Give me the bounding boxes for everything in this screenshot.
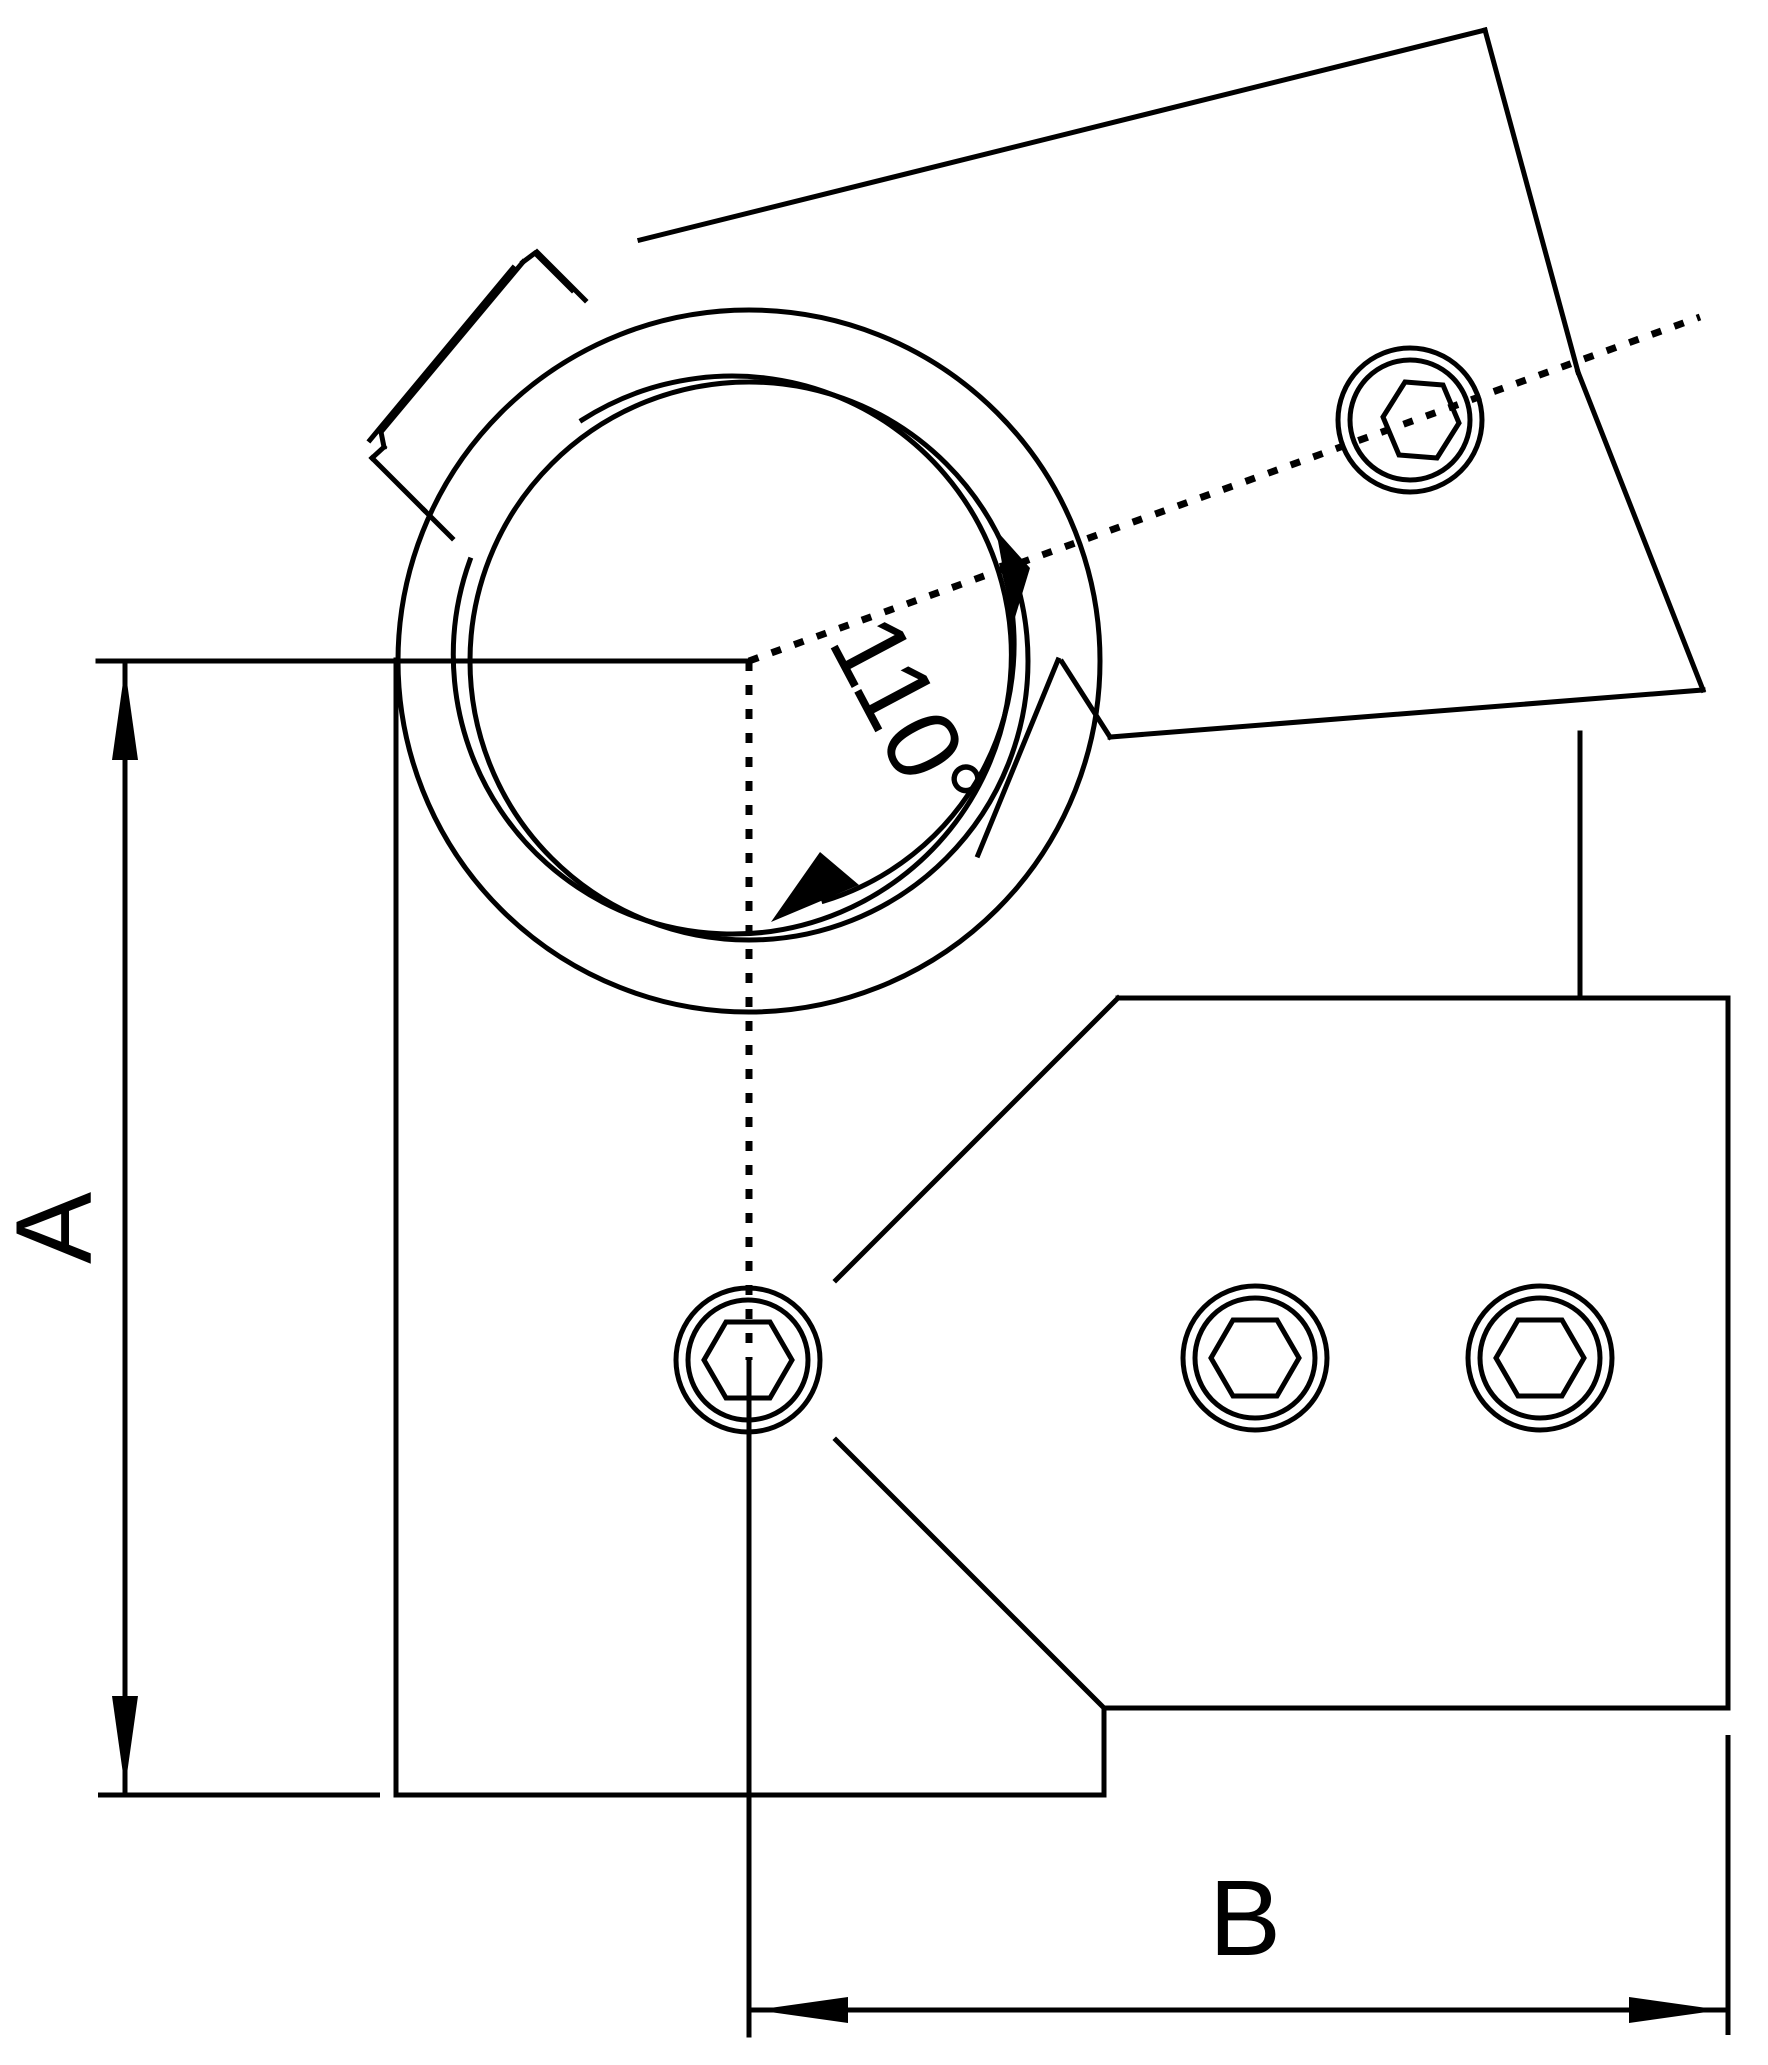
axis-lines: [95, 658, 752, 2038]
tab-edge-notch2: [368, 443, 388, 462]
main-body-outline: [393, 657, 1731, 1798]
bolt-hex-socket: [701, 1319, 795, 1401]
dim-a-arrow-top: [112, 668, 138, 760]
tab-outer-edge-left: [377, 258, 527, 436]
construction-axes: [745, 313, 1702, 1360]
bolt-hex-socket: [1380, 379, 1462, 461]
dotted-inclined-axis: [747, 313, 1702, 665]
collar-bore-arc: [450, 373, 1014, 937]
dim-b-arrow-left: [756, 1997, 848, 2023]
bolt-inner-ring: [1477, 1295, 1603, 1421]
body-diagonal-upper: [832, 994, 1122, 1284]
arm-top-edge: [636, 26, 1489, 244]
collar-tab-lug: [366, 248, 589, 542]
bolt-arm-upper-right: [1335, 345, 1485, 495]
arm-right-edge-upper: [1481, 26, 1582, 376]
bolt-inner-ring: [1347, 357, 1473, 483]
body-diagonal-lower: [832, 1436, 1108, 1712]
tab-inner-parallel: [366, 264, 517, 444]
angle-dimension: [820, 561, 1017, 905]
bolt-inner-ring: [1192, 1295, 1318, 1421]
arm-shoulder-lines: [974, 656, 1062, 859]
angle-arrow-upper: [996, 530, 1030, 624]
arm-bottom-chamfer: [1058, 658, 1114, 741]
bore-lip-arc: [450, 373, 1014, 937]
dim-a-arrow-bottom: [112, 1696, 138, 1788]
dim-b-arrow-right: [1629, 1997, 1721, 2023]
tab-ridge-right: [533, 248, 589, 304]
arm-bottom-edge-right: [1107, 687, 1706, 740]
dimension-b-label: B: [1209, 1857, 1281, 1978]
dimension-a-label: A: [0, 1192, 114, 1264]
bolt-outer-ring: [1180, 1283, 1330, 1433]
bolt-outer-ring: [1335, 345, 1485, 495]
angle-value-label: 110°: [807, 598, 1007, 836]
bolt-hex-socket: [1208, 1317, 1302, 1399]
bolt-body-right: [1465, 1283, 1615, 1433]
dimension-b: B: [746, 1735, 1731, 2035]
angle-arc: [820, 561, 1017, 905]
bolt-body-middle: [1180, 1283, 1330, 1433]
angled-arm-body: [636, 26, 1707, 787]
tab-tip: [519, 249, 576, 294]
angle-arrowheads: [771, 530, 1030, 922]
tab-bottom-left: [368, 454, 428, 514]
bolt-hex-socket: [1493, 1317, 1587, 1399]
arm-lower-left-edge: [1010, 662, 1062, 787]
arm-right-edge-lower: [1574, 368, 1707, 694]
bolt-outer-ring: [1465, 1283, 1615, 1433]
dimension-a: A: [0, 658, 380, 1798]
arm-shoulder-diagonal: [974, 656, 1062, 859]
angle-arrow-lower: [771, 852, 859, 922]
